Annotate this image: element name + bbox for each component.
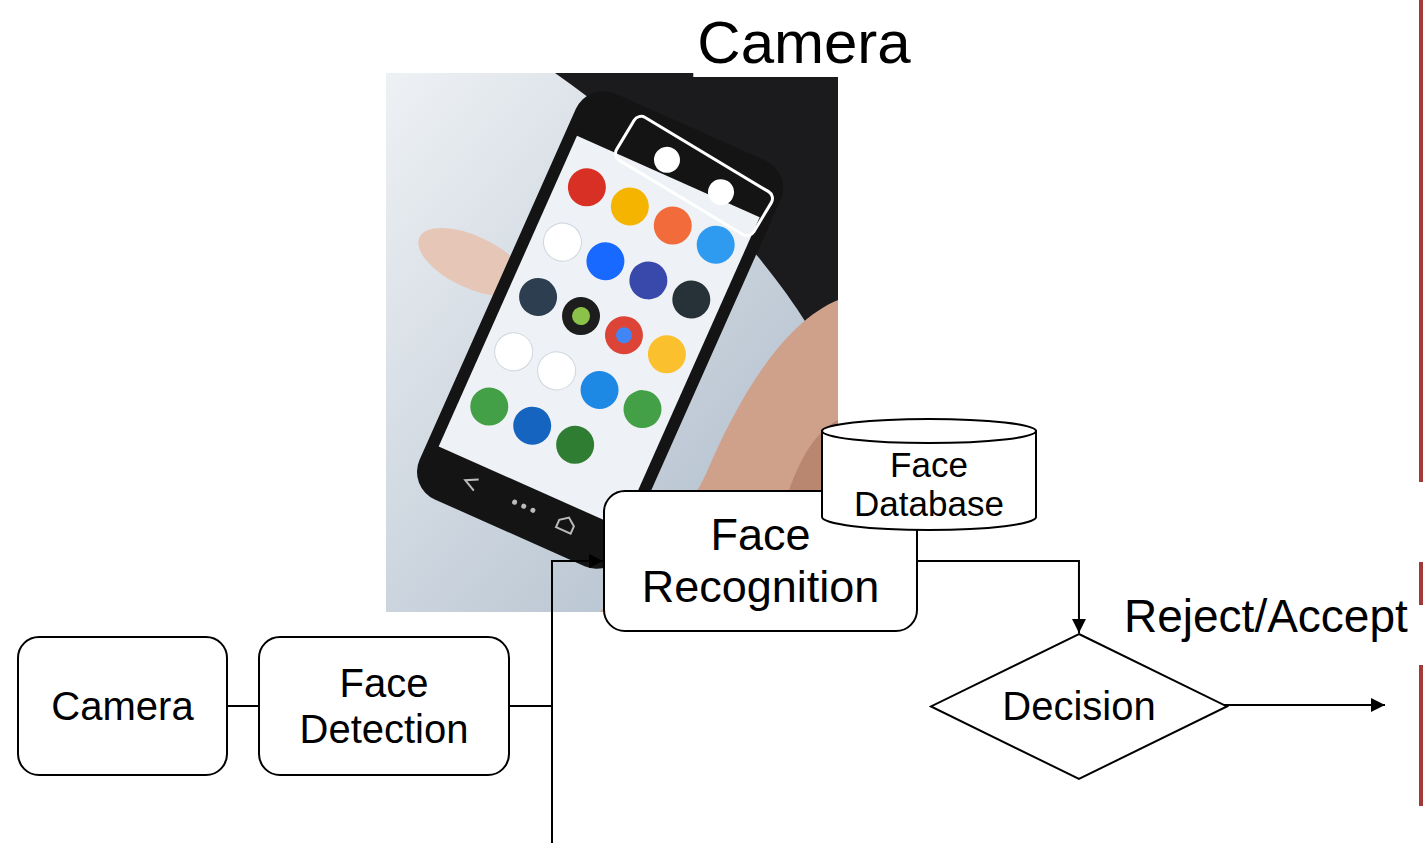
edge-bar [1419,665,1423,806]
camera-highlight [613,113,776,238]
app-icon [617,384,667,434]
app-icon [537,217,587,267]
app-icon [556,291,606,341]
database-cylinder: Face Database [821,418,1037,531]
app-icon [574,365,624,415]
connector-line [510,561,603,706]
process-box: Face Detection [258,636,510,776]
edge-bar [1419,562,1423,605]
nav-dot [530,507,537,514]
diamond-shape [931,634,1227,779]
output-arrow [1220,704,1385,706]
app-icon [569,304,593,328]
connector-line [918,561,1079,633]
app-icon [623,255,673,305]
app-icon [532,346,582,396]
app-icon [550,420,600,470]
nav-home [556,514,576,533]
app-icon [562,162,612,212]
app-icon [580,236,630,286]
node-text: Face Detection [270,660,498,752]
edge-bar [1419,0,1423,482]
figure-heading: Camera [693,8,914,77]
camera-lens [703,174,739,210]
cylinder-body [822,431,1036,530]
app-icon [513,272,563,322]
nav-back [463,475,479,491]
nav-dot [511,499,518,506]
node-text: Decision [1002,683,1155,729]
connector-line [228,705,258,707]
cylinder-top [822,419,1036,443]
app-icon [464,382,514,432]
app-icon [666,274,716,324]
app-icon [648,200,698,250]
app-icon [605,181,655,231]
camera-outline [613,113,776,238]
camera-lens [649,142,685,178]
node-text: Camera [51,683,193,729]
app-icon [489,327,539,377]
nav-dot [520,503,527,510]
process-box: Camera [17,636,228,776]
app-icon [613,325,634,346]
app-icon [599,310,649,360]
output-label: Reject/Accept [1120,590,1412,643]
node-text: Face Database [829,446,1029,523]
app-icon [507,401,557,451]
decision-diamond: Decision [930,633,1228,780]
app-icon [642,329,692,379]
